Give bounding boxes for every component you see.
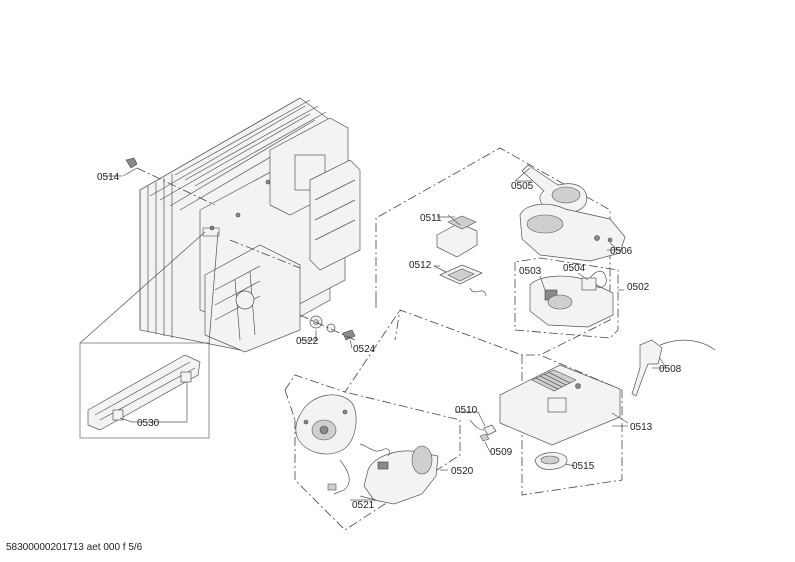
document-footer-id: 58300000201713 aet 000 f 5/6 — [6, 542, 143, 553]
label-0522: 0522 — [296, 336, 319, 347]
part-0524-screw — [342, 329, 356, 349]
part-0511-bracket — [436, 214, 478, 258]
label-0524: 0524 — [353, 344, 376, 355]
part-0520-fan-cover — [295, 394, 357, 455]
part-labels: 0514 0505 0511 0506 0512 0503 0504 0502 … — [97, 172, 682, 511]
part-0510-clip — [469, 411, 497, 436]
part-0506-fan-housing — [519, 203, 626, 262]
part-0515-cap — [534, 452, 576, 470]
leader-lines — [104, 175, 666, 501]
part-0503-motor-unit — [529, 275, 614, 328]
label-0502: 0502 — [627, 282, 650, 293]
label-0504: 0504 — [563, 263, 586, 274]
label-0512: 0512 — [409, 260, 432, 271]
part-0504-wiring — [577, 270, 607, 291]
label-0513: 0513 — [630, 422, 653, 433]
part-0508-sensor — [631, 339, 716, 397]
label-0530: 0530 — [137, 418, 160, 429]
label-0511: 0511 — [420, 213, 442, 224]
label-0520: 0520 — [451, 466, 474, 477]
label-0514: 0514 — [97, 172, 120, 183]
part-0513-base-housing — [499, 364, 629, 446]
label-0505: 0505 — [511, 181, 534, 192]
label-0509: 0509 — [490, 447, 513, 458]
label-0521: 0521 — [352, 500, 375, 511]
part-0512-plate — [433, 264, 487, 297]
part-0505-cover — [514, 164, 588, 214]
label-0506: 0506 — [610, 246, 633, 257]
label-0503: 0503 — [519, 266, 542, 277]
oven-housing — [139, 97, 361, 353]
part-0514-clip — [122, 157, 138, 177]
label-0508: 0508 — [659, 364, 682, 375]
label-0510: 0510 — [455, 405, 478, 416]
part-0521-blower — [327, 443, 439, 505]
label-0515: 0515 — [572, 461, 595, 472]
part-0509-connector — [479, 433, 491, 453]
detail-callout — [79, 227, 220, 439]
